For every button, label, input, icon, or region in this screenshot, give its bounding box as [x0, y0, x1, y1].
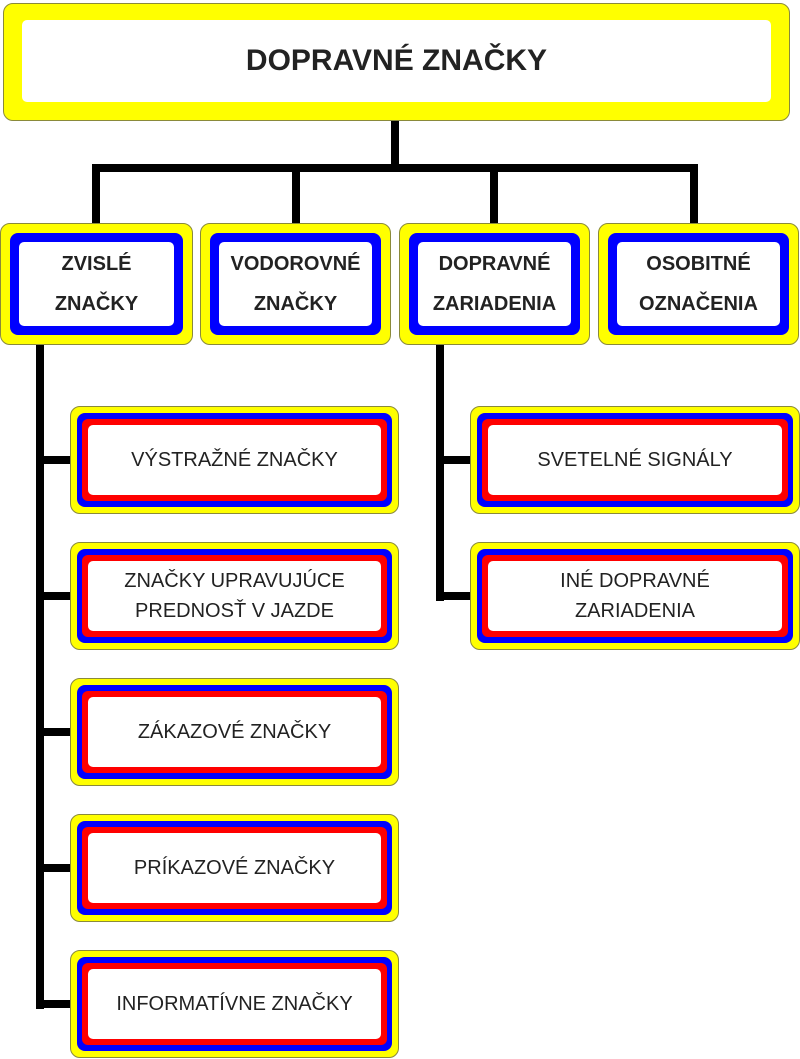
- subcategory-node: ZÁKAZOVÉ ZNAČKY: [70, 678, 399, 786]
- connector: [690, 164, 698, 224]
- connector: [38, 864, 72, 872]
- subcategory-label-line1: ZÁKAZOVÉ ZNAČKY: [137, 721, 332, 743]
- connector: [436, 343, 444, 601]
- connector: [38, 1000, 72, 1008]
- subcategory-label-line2: ZARIADENIA: [574, 600, 695, 622]
- subcategory-label-line1: INFORMATÍVNE ZNAČKY: [116, 993, 353, 1015]
- subcategory-node: INÉ DOPRAVNÉ ZARIADENIA: [470, 542, 800, 650]
- subcategory-node: SVETELNÉ SIGNÁLY: [470, 406, 800, 514]
- category-dopravne-zariadenia: DOPRAVNÉ ZARIADENIA: [399, 223, 590, 345]
- category-label-line1: OSOBITNÉ: [646, 253, 751, 275]
- connector: [438, 456, 472, 464]
- category-label-line2: ZARIADENIA: [432, 293, 557, 315]
- connector: [36, 343, 44, 1009]
- subcategory-node: VÝSTRAŽNÉ ZNAČKY: [70, 406, 399, 514]
- category-label-line1: DOPRAVNÉ: [438, 253, 551, 275]
- category-vodorovne-znacky: VODOROVNÉ ZNAČKY: [200, 223, 391, 345]
- subcategory-label-line1: INÉ DOPRAVNÉ: [560, 570, 710, 592]
- connector: [92, 164, 698, 172]
- connector: [38, 592, 72, 600]
- subcategory-node: PRÍKAZOVÉ ZNAČKY: [70, 814, 399, 922]
- subcategory-node: INFORMATÍVNE ZNAČKY: [70, 950, 399, 1058]
- connector: [292, 164, 300, 224]
- root-title: DOPRAVNÉ ZNAČKY: [245, 44, 548, 77]
- category-osobitne-oznacenia: OSOBITNÉ OZNAČENIA: [598, 223, 799, 345]
- subcategory-label-line1: SVETELNÉ SIGNÁLY: [537, 449, 733, 471]
- category-label-line2: ZNAČKY: [253, 293, 338, 315]
- connector: [438, 592, 472, 600]
- subcategory-label-line1: PRÍKAZOVÉ ZNAČKY: [133, 857, 336, 879]
- category-label-line1: ZVISLÉ: [61, 253, 132, 275]
- connector: [490, 164, 498, 224]
- connector: [92, 164, 100, 224]
- subcategory-label-line1: ZNAČKY UPRAVUJÚCE: [124, 570, 345, 592]
- category-label-line2: ZNAČKY: [54, 293, 139, 315]
- subcategory-node: ZNAČKY UPRAVUJÚCE PREDNOSŤ V JAZDE: [70, 542, 399, 650]
- subcategory-label-line2: PREDNOSŤ V JAZDE: [135, 600, 334, 622]
- root-node: DOPRAVNÉ ZNAČKY: [3, 3, 790, 121]
- connector: [391, 120, 399, 172]
- category-label-line2: OZNAČENIA: [639, 293, 758, 315]
- category-zvisle-znacky: ZVISLÉ ZNAČKY: [0, 223, 193, 345]
- category-label-line1: VODOROVNÉ: [230, 253, 361, 275]
- connector: [38, 456, 72, 464]
- subcategory-label-line1: VÝSTRAŽNÉ ZNAČKY: [131, 449, 338, 471]
- connector: [38, 728, 72, 736]
